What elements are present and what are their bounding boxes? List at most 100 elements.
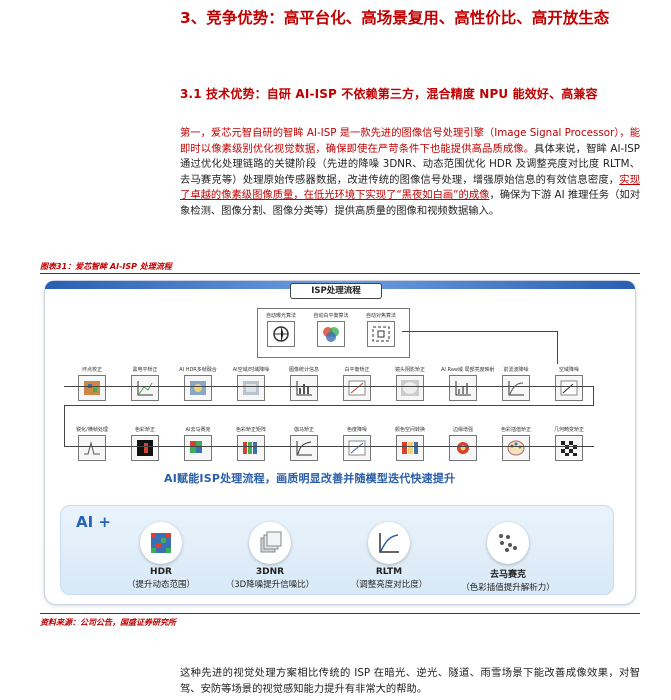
pipeline-step-row1: AI Raw域 局部亮度映射 — [441, 366, 495, 401]
caption-rule — [40, 273, 640, 274]
ai-item-hdr: HDR （提升动态范围） — [106, 522, 216, 590]
pipeline-step-icon — [555, 375, 583, 401]
figure-title: ISP处理流程 — [290, 283, 382, 299]
pipeline-step-row2: 颜色空间转换 — [388, 426, 432, 461]
ai-item-name: 3DNR — [255, 567, 285, 577]
auto-algorithm-icon — [367, 321, 395, 347]
pipeline-step-row2: 几何畸变矫正 — [547, 426, 591, 461]
figure-caption: 图表31：爱芯智眸 AI-ISP 处理流程 — [40, 262, 172, 271]
pipeline-step-row2: 色度降噪 — [335, 426, 379, 461]
pipeline-step-icon — [555, 435, 583, 461]
pipeline-step-label: 伽马矫正 — [293, 427, 314, 433]
ai-item-desc: （3D降噪提升信噪比） — [225, 580, 315, 590]
paragraph-2: 这种先进的视觉处理方案相比传统的 ISP 在暗光、逆光、隧道、雨雪场景下能改善成… — [180, 667, 640, 695]
pipeline-step-row1: 前滤波降噪 — [494, 366, 538, 401]
pipeline-step-row2: 色彩矫正 — [123, 426, 167, 461]
pipeline-step-icon — [290, 435, 318, 461]
pipeline-step-row2: 色彩插值矫正 — [494, 426, 538, 461]
auto-algorithm-label: 自动对焦算法 — [365, 313, 396, 319]
pipeline-step-icon — [78, 435, 106, 461]
row-wrap-line — [64, 405, 65, 447]
source-rule — [40, 613, 640, 614]
pipeline-step-icon — [396, 375, 424, 401]
pipeline-step-label: 色彩矫正 — [134, 427, 155, 433]
pipeline-step-row1: 图像统计信息 — [282, 366, 326, 401]
pipeline-step-row2: AI去马赛克 — [176, 426, 220, 461]
ai-item-desc: （提升动态范围） — [126, 580, 195, 590]
pipeline-step-icon — [502, 435, 530, 461]
pipeline-step-label: 色彩插值矫正 — [500, 427, 531, 433]
ai-item-name: RLTM — [375, 567, 403, 577]
pipeline-step-icon — [343, 375, 371, 401]
para1-body: 具体来说，智眸 AI-ISP 通过优化处理链路的关键阶段（先进的降噪 3DNR、… — [180, 142, 641, 186]
ai-item-desc: （调整亮度对比度） — [350, 580, 428, 590]
auto-algorithm-label: 自动白平衡算法 — [313, 313, 349, 319]
pipeline-step-row1: 空域降噪 — [547, 366, 591, 401]
row2-flow-line — [64, 446, 594, 447]
pipeline-step-icon — [131, 375, 159, 401]
ai-item-3dnr: 3DNR （3D降噪提升信噪比） — [215, 522, 325, 590]
pipeline-step-row1: AI空域/时域降噪 — [229, 366, 273, 401]
pipeline-step-row2: 边缘增强 — [441, 426, 485, 461]
pipeline-step-label: 色度降噪 — [346, 427, 367, 433]
pipeline-step-row1: 坏点校正 — [70, 366, 114, 401]
section-heading: 3、竞争优势：高平台化、高场景复用、高性价比、高开放生态 — [180, 9, 610, 27]
rltm-icon — [368, 522, 410, 564]
auto-algorithm-icon — [267, 321, 295, 347]
ai-item-desc: （色彩插值提升解析力） — [461, 583, 555, 593]
pipeline-step-label: 色彩矫正矩阵 — [235, 427, 266, 433]
ai-item-name: HDR — [150, 567, 172, 577]
para1-lead: 第一，爱芯元智自研的智眸 AI-ISP 是一款先进的图像信号处理引擎（Image… — [180, 127, 640, 155]
pipeline-step-icon — [131, 435, 159, 461]
paragraph-1: 第一，爱芯元智自研的智眸 AI-ISP 是一款先进的图像信号处理引擎（Image… — [180, 126, 640, 219]
ai-plus-label: AI + — [76, 513, 111, 531]
row-wrap-line — [593, 386, 594, 406]
pipeline-step-icon — [184, 435, 212, 461]
pipeline-step-label: 几何畸变矫正 — [553, 427, 584, 433]
hdr-icon — [140, 522, 182, 564]
pipeline-step-label: AI HDR多帧融合 — [179, 367, 217, 373]
pipeline-step-label: 锐化/横帧处理 — [76, 427, 108, 433]
pipeline-step-icon — [502, 375, 530, 401]
pipeline-step-row1: AI HDR多帧融合 — [176, 366, 220, 401]
row1-flow-line — [64, 386, 594, 387]
auto-algorithm-label: 自动曝光算法 — [265, 313, 296, 319]
pipeline-step-icon — [449, 375, 477, 401]
ai-item-rltm: RLTM （调整亮度对比度） — [334, 522, 444, 590]
pipeline-step-icon — [343, 435, 371, 461]
pipeline-step-label: 图像统计信息 — [288, 367, 319, 373]
connector-line — [402, 331, 558, 332]
pipeline-step-label: 颜色空间转换 — [394, 427, 425, 433]
pipeline-step-label: 前滤波降噪 — [503, 367, 529, 373]
pipeline-step-row1: 镜头阴影矫正 — [388, 366, 432, 401]
pipeline-step-icon — [78, 375, 106, 401]
pipeline-step-label: 黑电平矫正 — [132, 367, 158, 373]
pipeline-step-label: 白平衡矫正 — [344, 367, 370, 373]
pipeline-step-row2: 伽马矫正 — [282, 426, 326, 461]
ai-item-demosaic: 去马赛克 （色彩插值提升解析力） — [453, 522, 563, 593]
pipeline-step-label: AI去马赛克 — [185, 427, 211, 433]
figure-source: 资料来源：公司公告，国盛证券研究所 — [40, 618, 176, 627]
demosaic-icon — [487, 522, 529, 564]
subsection-heading: 3.1 技术优势：自研 AI-ISP 不依赖第三方，混合精度 NPU 能效好、高… — [180, 87, 598, 101]
3dnr-icon — [249, 522, 291, 564]
auto-algorithm-module: 自动对焦算法 — [359, 312, 403, 347]
pipeline-step-row2: 锐化/横帧处理 — [70, 426, 114, 461]
pipeline-step-row1: 黑电平矫正 — [123, 366, 167, 401]
para1-tail: ，确保为下游 AI 推理任务（如对象检测、图像分割、图像分类等）提供高质量的图像… — [180, 189, 640, 217]
ai-banner: AI赋能ISP处理流程，画质明显改善并随模型迭代快速提升 — [164, 472, 456, 485]
pipeline-step-icon — [184, 375, 212, 401]
row-wrap-line — [64, 405, 594, 406]
pipeline-step-label: 坏点校正 — [81, 367, 102, 373]
auto-algorithm-module: 自动曝光算法 — [259, 312, 303, 347]
pipeline-step-label: 空域降噪 — [558, 367, 579, 373]
pipeline-step-icon — [237, 435, 265, 461]
pipeline-step-icon — [449, 435, 477, 461]
para1-highlight: 实现了卓越的像素级图像质量，在低光环境下实现了“黑夜如白画”的成像 — [180, 173, 641, 202]
connector-line — [557, 331, 558, 364]
ai-item-name: 去马赛克 — [489, 570, 526, 580]
auto-algorithm-module: 自动白平衡算法 — [309, 312, 353, 347]
pipeline-step-label: AI空域/时域降噪 — [232, 367, 270, 373]
pipeline-step-icon — [237, 375, 265, 401]
pipeline-step-label: AI Raw域 局部亮度映射 — [441, 367, 495, 373]
